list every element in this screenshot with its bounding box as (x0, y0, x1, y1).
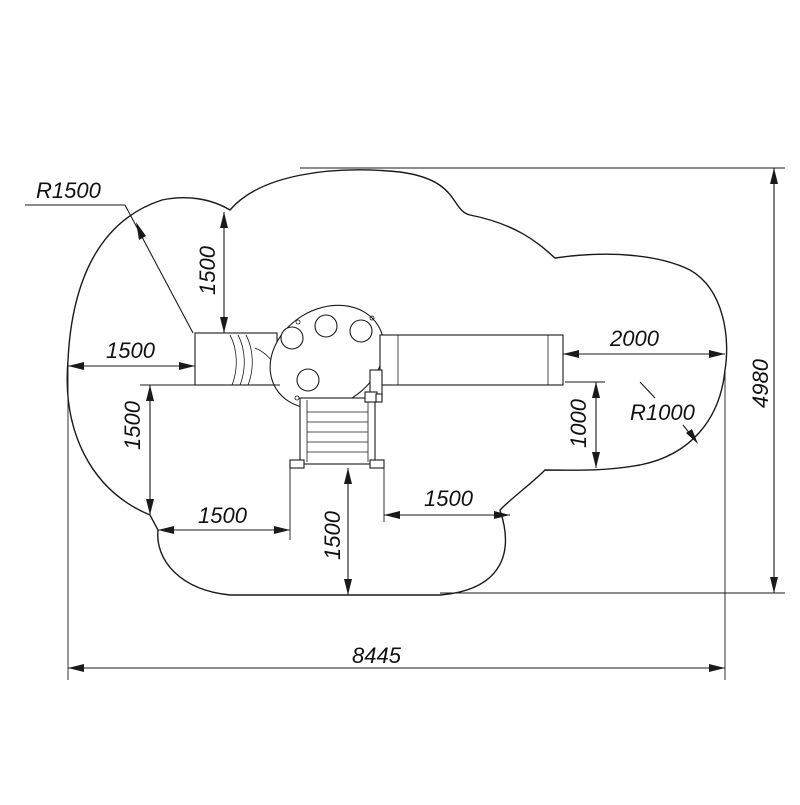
label-bottom-vertical: 1500 (320, 510, 345, 560)
label-total-height: 4980 (748, 358, 773, 408)
label-total-width: 8445 (352, 643, 402, 668)
label-right-vertical: 1000 (566, 398, 591, 448)
dim-right-vertical (565, 381, 605, 468)
label-top-vertical: 1500 (195, 245, 220, 295)
dim-radius-large (25, 204, 194, 334)
label-bottom-left-horizontal: 1500 (198, 503, 248, 528)
label-radius-large: R1500 (36, 178, 102, 203)
left-slide (194, 332, 278, 386)
dim-left-vertical (140, 384, 280, 515)
label-bottom-right-horizontal: 1500 (424, 486, 474, 511)
dim-total-width (67, 360, 726, 680)
dim-left-horizontal (68, 362, 195, 370)
label-left-vertical: 1500 (120, 400, 145, 450)
stairs (289, 391, 385, 469)
dim-top-vertical (220, 212, 228, 333)
dim-radius-small (639, 381, 698, 444)
dim-total-height (300, 167, 785, 594)
label-left-horizontal: 1500 (106, 338, 156, 363)
label-right-horizontal: 2000 (609, 326, 660, 351)
right-slide (369, 334, 564, 401)
tower-roof (269, 304, 385, 410)
safety-zone-outline (66, 169, 728, 596)
dim-right-horizontal (563, 350, 725, 358)
dim-bottom-right-horizontal (383, 468, 510, 522)
dim-bottom-vertical (344, 468, 352, 595)
label-radius-small: R1000 (630, 400, 696, 425)
dim-bottom-left-horizontal (158, 468, 291, 540)
